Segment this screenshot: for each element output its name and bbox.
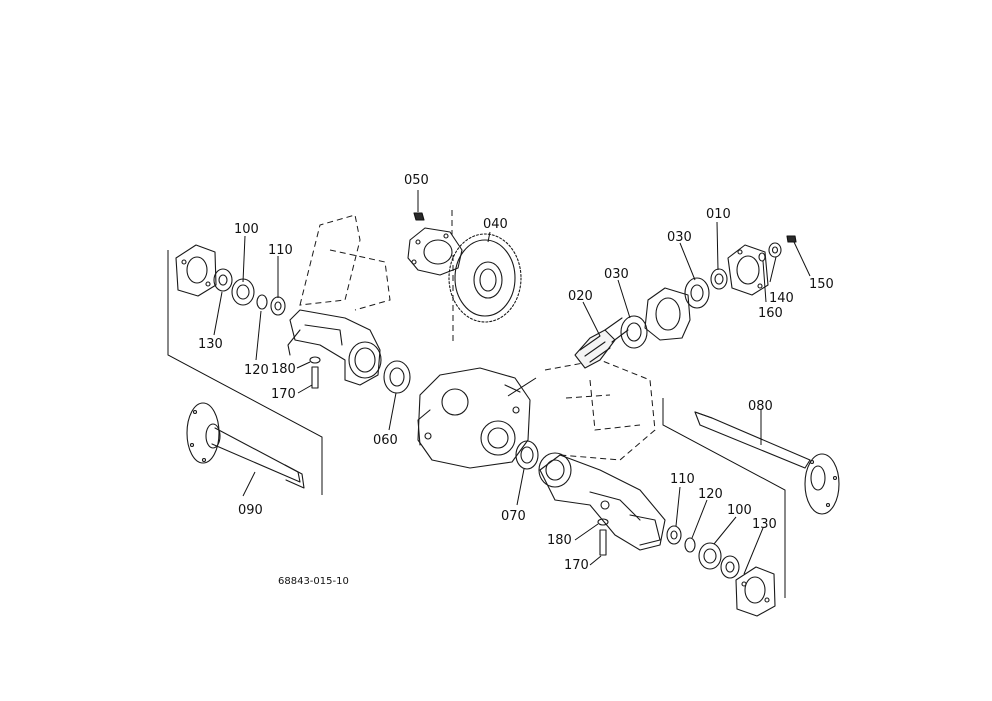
ring-gear: [448, 233, 522, 323]
label-180-left: 180: [271, 362, 296, 377]
pinion-gear: [574, 317, 629, 369]
left-seal-130: [213, 268, 233, 292]
axle-shaft-090: [186, 402, 305, 489]
left-axle-housing: [287, 309, 382, 386]
label-130-left: 130: [198, 337, 223, 352]
left-bolt-170: [311, 366, 319, 389]
label-110-right: 110: [670, 472, 695, 487]
bearing-060: [383, 360, 411, 394]
label-030-upper: 030: [667, 230, 692, 245]
right-bolt-170: [599, 529, 607, 556]
label-120-right: 120: [698, 487, 723, 502]
label-130-right: 130: [752, 517, 777, 532]
differential-housing: [417, 367, 531, 469]
right-bearing-100: [698, 542, 722, 570]
label-140: 140: [769, 291, 794, 306]
left-bearing-110: [270, 296, 286, 316]
label-170-right: 170: [564, 558, 589, 573]
label-110-left: 110: [268, 243, 293, 258]
label-050: 050: [404, 173, 429, 188]
bolt-050: [413, 212, 425, 221]
label-030-lower: 030: [604, 267, 629, 282]
seal-010: [710, 268, 728, 290]
bearing-030-lower: [620, 315, 648, 349]
label-010: 010: [706, 207, 731, 222]
label-160: 160: [758, 306, 783, 321]
right-ring-120: [684, 537, 696, 553]
leader-lines: [213, 190, 811, 575]
label-120-left: 120: [244, 363, 269, 378]
label-180-right: 180: [547, 533, 572, 548]
left-ring-120: [256, 294, 268, 310]
left-bearing-100: [231, 278, 255, 306]
left-washer-180: [309, 356, 321, 364]
small-washer-160: [758, 252, 766, 262]
label-070: 070: [501, 509, 526, 524]
drawing-code: 68843-015-10: [278, 576, 349, 587]
nut-150: [786, 235, 797, 243]
part-number-labels: 050 040 100 110 130 120 180 170 060 020 …: [198, 173, 834, 573]
label-080: 080: [748, 399, 773, 414]
left-explode-bracket: [167, 250, 323, 495]
label-100-right: 100: [727, 503, 752, 518]
label-020: 020: [568, 289, 593, 304]
label-040: 040: [483, 217, 508, 232]
flange-160: [727, 244, 769, 296]
pinion-housing: [644, 287, 691, 341]
right-seal-130: [720, 555, 740, 579]
right-explode-bracket: [662, 398, 786, 598]
right-washer-180: [597, 518, 609, 526]
label-170-left: 170: [271, 387, 296, 402]
right-axle-housing: [538, 452, 666, 551]
label-090: 090: [238, 503, 263, 518]
phantom-housing-outline: [299, 210, 656, 461]
right-bearing-110: [666, 525, 682, 545]
left-cover-130: [175, 244, 217, 297]
label-150: 150: [809, 277, 834, 292]
label-060: 060: [373, 433, 398, 448]
right-cover-130: [735, 566, 776, 617]
bearing-030-upper: [684, 277, 710, 309]
label-100-left: 100: [234, 222, 259, 237]
bearing-070: [515, 440, 539, 470]
axle-shaft-080: [694, 411, 840, 515]
washer-140: [768, 242, 782, 258]
differential-carrier: [407, 227, 463, 276]
